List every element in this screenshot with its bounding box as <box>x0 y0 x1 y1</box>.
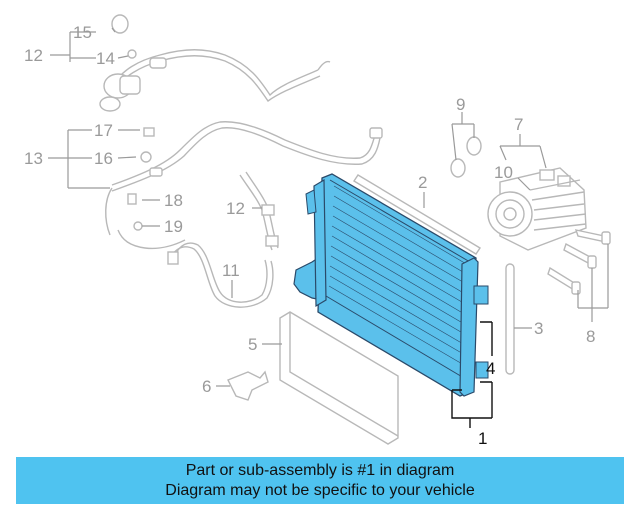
parts-diagram: 15 12 14 17 13 16 18 19 12 11 5 6 2 3 9 … <box>24 14 611 448</box>
callout-18: 18 <box>164 191 183 210</box>
lower-hose <box>167 242 274 308</box>
callout-13: 13 <box>24 149 43 168</box>
callout-16: 16 <box>94 149 113 168</box>
banner-line-1: Part or sub-assembly is #1 in diagram <box>185 461 455 479</box>
callout-8: 8 <box>586 327 595 346</box>
leader-lines <box>48 27 609 428</box>
callout-15: 15 <box>73 23 92 42</box>
cushion-panel <box>279 311 399 445</box>
callout-7: 7 <box>514 115 523 134</box>
callout-11: 11 <box>222 261 240 280</box>
callout-12-mid: 12 <box>226 199 245 218</box>
callout-2: 2 <box>418 173 427 192</box>
info-banner: Part or sub-assembly is #1 in diagram Di… <box>16 457 624 504</box>
condenser <box>293 173 489 397</box>
callout-14: 14 <box>96 49 115 68</box>
banner-line-2: Diagram may not be specific to your vehi… <box>165 481 475 499</box>
callout-3: 3 <box>534 319 543 338</box>
upper-hose-assembly <box>99 14 331 112</box>
compressor <box>487 167 587 251</box>
bracket <box>227 370 269 401</box>
callout-6: 6 <box>202 377 211 396</box>
callout-9: 9 <box>456 95 465 114</box>
callout-labels: 15 12 14 17 13 16 18 19 12 11 5 6 2 3 9 … <box>24 23 595 448</box>
callout-19: 19 <box>164 217 183 236</box>
callout-12-top: 12 <box>24 46 43 65</box>
callout-10: 10 <box>494 163 513 182</box>
callout-1: 1 <box>478 429 487 448</box>
callout-5: 5 <box>248 335 257 354</box>
short-hose <box>239 171 279 251</box>
mid-hose-assembly <box>105 121 383 250</box>
compressor-bolts <box>547 229 611 295</box>
drier-tube <box>353 174 481 255</box>
callout-17: 17 <box>94 121 113 140</box>
callout-4: 4 <box>486 359 495 378</box>
side-rod <box>505 263 515 375</box>
